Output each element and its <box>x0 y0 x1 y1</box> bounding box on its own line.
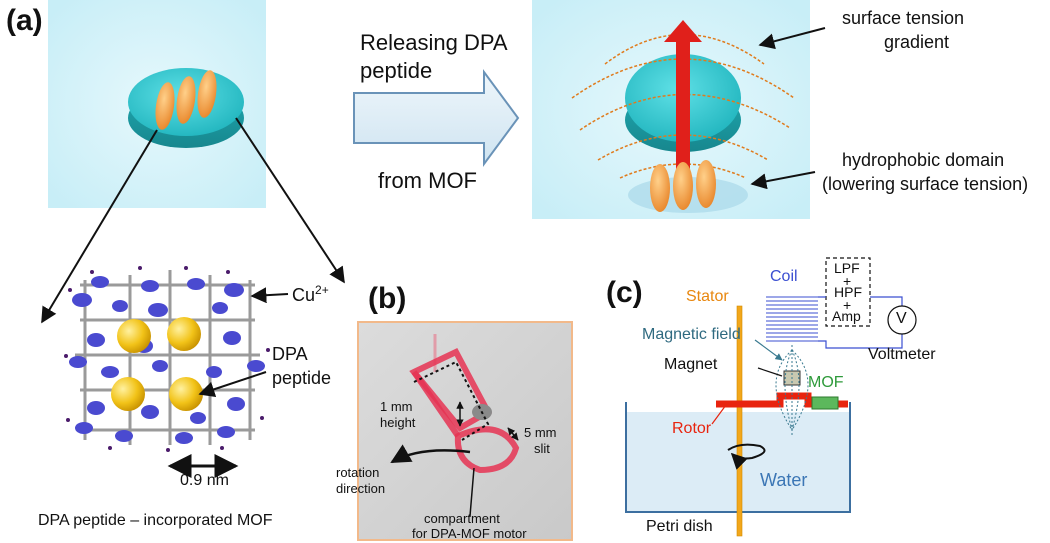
hydrophobic-pointer <box>750 171 816 190</box>
height-label: 1 mm <box>380 399 413 414</box>
process-arrow <box>353 68 520 168</box>
voltmeter-circle <box>887 305 917 335</box>
mof-block <box>811 396 839 410</box>
panel-label-b: (b) <box>368 282 407 315</box>
gradient-line <box>597 134 769 161</box>
compartment-pointer <box>469 467 475 517</box>
peptide-ellipsoid <box>155 82 175 130</box>
surface-tension-label: surface tension <box>842 8 965 28</box>
slit-label-2: slit <box>534 441 550 456</box>
cu-pointer <box>250 287 289 304</box>
surface-tension-label-2: gradient <box>884 32 950 52</box>
magnet-label: Magnet <box>664 356 718 373</box>
filter-label-hpf: HPF <box>834 284 862 300</box>
cu-label: Cu2+ <box>292 283 329 306</box>
rotation-label-2: direction <box>336 481 386 496</box>
signal-wire-bottom <box>818 334 903 349</box>
signal-wire-top <box>818 296 903 306</box>
voltmeter-label: Voltmeter <box>868 346 936 363</box>
filter-label-plus-2: + <box>843 297 852 313</box>
panel-c-schematic <box>625 257 917 537</box>
hydrophobic-label-2: (lowering surface tension) <box>822 174 1029 194</box>
mof-structure <box>64 266 270 452</box>
voltmeter-symbol: V <box>896 310 907 327</box>
field-lines <box>775 345 809 435</box>
rotor-label: Rotor <box>672 420 712 437</box>
from-mof-label: from MOF <box>378 168 477 193</box>
surface-tension-pointer <box>758 27 826 50</box>
petri-dish-label: Petri dish <box>646 518 713 535</box>
filter-label-plus: + <box>843 273 852 289</box>
dpa-peptide-sphere <box>111 377 145 411</box>
zoom-arrow-left <box>41 129 158 324</box>
magnet-pointer <box>757 367 783 377</box>
hydrophobic-label: hydrophobic domain <box>842 150 1005 170</box>
rotor-pointer <box>711 404 727 425</box>
dpa-peptide-sphere <box>167 317 201 351</box>
peptide-ellipsoid <box>197 70 217 118</box>
dpa-label-2: peptide <box>272 368 332 388</box>
rotation-label: rotation <box>336 465 380 480</box>
panel-label-c: (c) <box>606 276 643 309</box>
peptide-ellipsoid <box>673 162 693 210</box>
panel-a-disk-scene <box>48 0 266 208</box>
height-label-2: height <box>380 415 416 430</box>
zoom-arrow-right <box>235 117 345 284</box>
coil-label: Coil <box>770 268 798 285</box>
stator-label: Stator <box>686 288 729 305</box>
releasing-label: Releasing DPA <box>360 30 508 55</box>
dpa-pointer <box>198 371 267 398</box>
panel-a-motion-scene <box>532 0 810 219</box>
mof-caption: DPA peptide – incorporated MOF <box>38 512 273 529</box>
cu-superscript: 2+ <box>315 283 329 297</box>
peptide-ellipsoid <box>696 160 716 208</box>
mof-blue-lobes <box>69 276 265 444</box>
coil-windings <box>766 296 818 342</box>
motion-arrow-shaft <box>676 40 690 190</box>
peptide-ellipsoid <box>176 76 196 124</box>
filter-label-amp: Amp <box>832 308 861 324</box>
compartment-label: compartment <box>424 511 500 526</box>
releasing-label-2: peptide <box>360 58 433 83</box>
rotor-arm <box>411 370 461 438</box>
peptide-ellipsoid <box>650 164 670 212</box>
rotation-arrow-c <box>727 443 766 470</box>
mof-label-c: MOF <box>808 374 844 391</box>
scale-label: 0.9 nm <box>180 472 229 489</box>
filter-box <box>825 257 871 327</box>
cu-base: Cu <box>292 285 316 305</box>
water-label: Water <box>760 470 808 490</box>
dpa-peptide-sphere <box>117 319 151 353</box>
gradient-line <box>571 58 795 99</box>
dpa-label: DPA <box>272 344 308 364</box>
rotation-arrow <box>390 444 471 464</box>
magnetic-field-label: Magnetic field <box>642 326 741 343</box>
slit-label: 5 mm <box>524 425 557 440</box>
slit-marker <box>507 427 519 441</box>
stator-bar <box>736 305 743 537</box>
motion-arrow-head <box>664 20 702 42</box>
field-pointer <box>754 339 783 361</box>
filter-label-lpf: LPF <box>834 260 860 276</box>
mof-atoms <box>64 266 270 452</box>
panel-label-a: (a) <box>6 4 43 37</box>
panel-b-photo <box>357 321 573 541</box>
compartment-loop <box>454 426 520 474</box>
compartment-label-2: for DPA-MOF motor <box>412 526 527 541</box>
dpa-peptide-sphere <box>169 377 203 411</box>
